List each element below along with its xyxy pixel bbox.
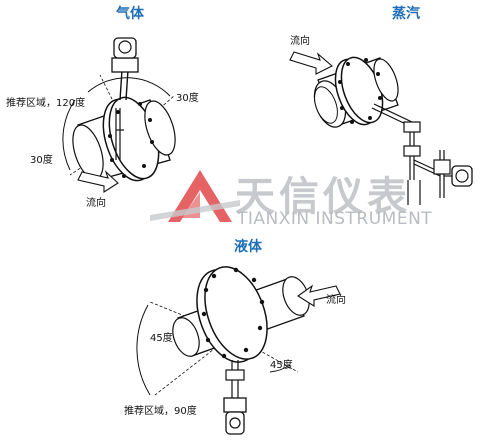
gas-title: 气体 <box>116 6 144 22</box>
steam-title: 蒸汽 <box>392 6 420 22</box>
liquid-recommended-arc <box>136 304 151 396</box>
steam-flow-arrow <box>289 51 333 75</box>
gas-recommended-label: 推荐区域，120度 <box>6 96 85 109</box>
liquid-recommended-label: 推荐区域，90度 <box>124 404 197 417</box>
gas-flow-arrow <box>77 170 119 194</box>
liquid-title: 液体 <box>234 239 262 255</box>
liquid-flow-arrow <box>297 284 341 307</box>
liquid-flow-label: 流向 <box>326 293 346 306</box>
steam-flow-label: 流向 <box>290 34 310 47</box>
gas-angle-label-b: 30度 <box>30 153 53 166</box>
liquid-angle-label-b: 45度 <box>270 358 293 371</box>
gas-angle-label-a: 30度 <box>176 91 199 104</box>
gas-recommended-arc <box>62 99 76 171</box>
watermark-cn: 天信仪表 <box>235 174 411 220</box>
liquid-angle-label-a: 45度 <box>150 331 173 344</box>
gas-flow-label: 流向 <box>86 196 106 209</box>
watermark-en: TIANXIN INSTRUMENT <box>237 209 433 229</box>
